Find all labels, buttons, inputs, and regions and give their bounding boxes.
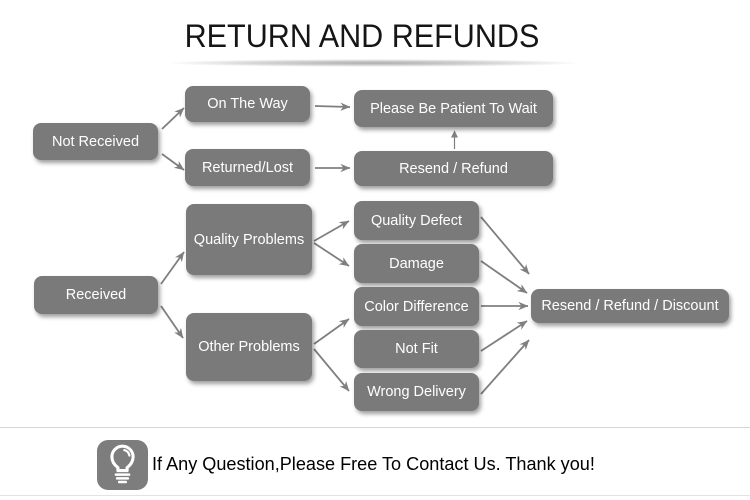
flow-node-returned-lost: Returned/Lost [185,149,310,186]
footer-message: If Any Question,Please Free To Contact U… [152,454,595,475]
flow-node-color-difference: Color Difference [354,287,479,326]
flow-arrow-not-received-to-on-the-way [161,107,185,130]
flow-arrow-received-to-other-problems [160,305,184,339]
flow-arrow-received-to-quality-problems [160,251,185,285]
flow-arrow-damage-to-resend-refund-discount [480,260,528,294]
flow-arrow-on-the-way-to-please-wait [314,102,351,111]
light-bulb-icon [97,440,148,490]
flow-arrow-not-fit-to-resend-refund-discount [480,320,528,352]
flow-arrow-wrong-delivery-to-resend-refund-discount [480,339,530,395]
flow-node-received: Received [34,276,158,314]
footer-divider-top [0,427,750,428]
flow-arrow-other-problems-to-wrong-delivery [313,348,350,392]
flow-node-damage: Damage [354,244,479,283]
flow-arrow-quality-problems-to-damage [313,242,350,267]
flow-node-not-fit: Not Fit [354,330,479,368]
title-divider-shadow [160,59,586,67]
flow-node-resend-refund: Resend / Refund [354,151,553,186]
flow-node-not-received: Not Received [33,123,158,160]
page-title: RETURN AND REFUNDS [184,17,540,54]
flow-node-on-the-way: On The Way [185,86,310,122]
flow-node-resend-refund-discount: Resend / Refund / Discount [531,289,729,323]
flow-node-please-wait: Please Be Patient To Wait [354,90,553,127]
flow-node-other-problems: Other Problems [186,313,312,381]
flow-node-quality-defect: Quality Defect [354,201,479,240]
flow-node-wrong-delivery: Wrong Delivery [354,373,479,411]
flow-arrow-quality-defect-to-resend-refund-discount [480,216,530,275]
flow-arrow-not-received-to-returned-lost [161,153,185,171]
flow-arrow-other-problems-to-color-difference [313,318,350,345]
flow-node-quality-problems: Quality Problems [186,204,312,275]
flow-arrow-quality-problems-to-quality-defect [313,220,350,242]
footer-divider-bottom [0,495,750,496]
